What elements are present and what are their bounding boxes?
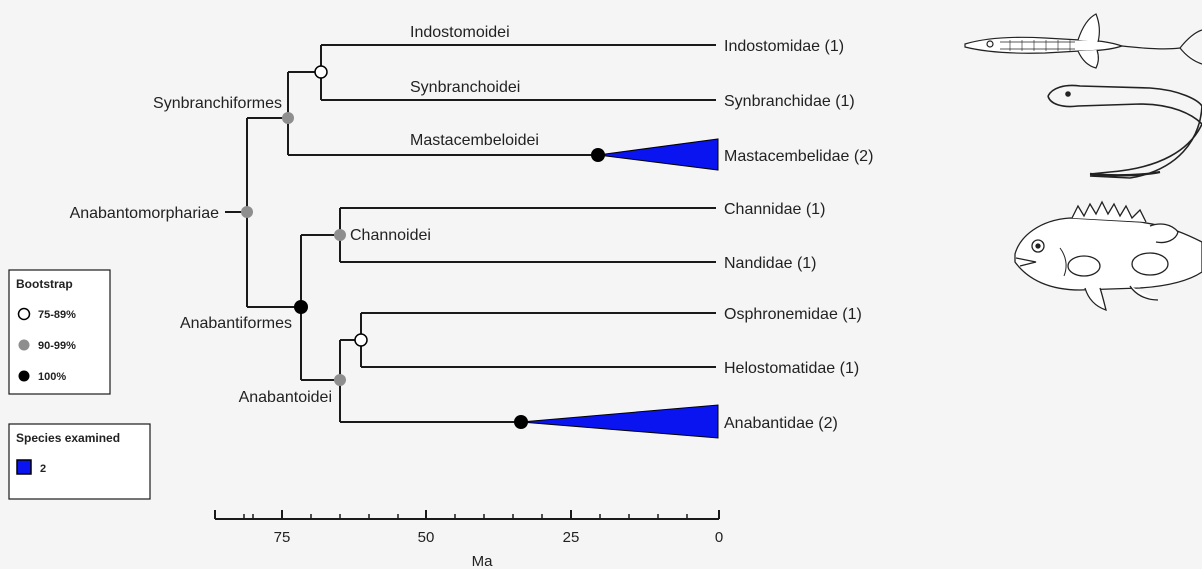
node-channoidei-circle	[334, 229, 346, 241]
branch-label-indostomoidei: Indostomoidei	[410, 24, 510, 41]
tip-label-nandidae: Nandidae (1)	[724, 255, 817, 272]
legend-bootstrap: Bootstrap 75-89% 90-99% 100%	[8, 269, 111, 395]
legend-label-100: 100%	[38, 371, 66, 383]
anabantidae-clade-triangle	[520, 404, 719, 439]
node-anabantoidei-circle	[334, 374, 346, 386]
synbranchiformes-branch	[247, 71, 321, 155]
node-anabantiformes-circle	[294, 300, 308, 314]
anabantoidei-branch	[339, 339, 521, 423]
legend-species-value: 2	[40, 463, 46, 475]
snakehead-fish-icon	[1014, 200, 1202, 311]
osphr-helo-branch	[360, 312, 716, 368]
legend-bootstrap-title: Bootstrap	[16, 277, 73, 291]
axis-label: Ma	[472, 553, 493, 569]
legend-circle-100	[18, 370, 30, 382]
node-anabantidae-crown-circle	[514, 415, 528, 429]
tip-label-osphronemidae: Osphronemidae (1)	[724, 306, 862, 323]
legend-species-swatch	[16, 459, 32, 475]
legend-circle-90-99	[18, 339, 30, 351]
tip-label-helostomatidae: Helostomatidae (1)	[724, 360, 859, 377]
legend-species-title: Species examined	[16, 431, 120, 445]
node-mastacembelidae-crown-circle	[591, 148, 605, 162]
legend-label-90-99: 90-99%	[38, 340, 76, 352]
tip-label-anabantidae: Anabantidae (2)	[724, 415, 838, 432]
tree-branches	[225, 44, 716, 423]
swamp-eel-icon	[1047, 84, 1202, 179]
node-label-anabantomorphariae: Anabantomorphariae	[70, 205, 220, 222]
axis-minor-ticks	[243, 514, 688, 519]
axis-tick-50: 50	[418, 529, 435, 546]
node-root-circle	[241, 206, 253, 218]
legend-label-75-89: 75-89%	[38, 309, 76, 321]
time-axis	[214, 510, 720, 520]
node-osphr-helo-circle	[354, 333, 368, 347]
axis-major-ticks	[214, 510, 720, 519]
node-label-anabantoidei: Anabantoidei	[239, 389, 332, 406]
tip-label-mastacembelidae: Mastacembelidae (2)	[724, 148, 873, 165]
tip-label-synbranchidae: Synbranchidae (1)	[724, 93, 855, 110]
axis-tick-75: 75	[274, 529, 291, 546]
tip-label-channidae: Channidae (1)	[724, 201, 825, 218]
indostomus-fish-icon	[964, 13, 1202, 69]
node-label-synbranchiformes: Synbranchiformes	[153, 95, 282, 112]
node-label-anabantiformes: Anabantiformes	[180, 315, 292, 332]
axis-tick-25: 25	[563, 529, 580, 546]
mastacembelidae-clade-triangle	[597, 138, 719, 171]
node-label-channoidei: Channoidei	[350, 227, 431, 244]
anabantiformes-branch	[247, 234, 340, 381]
node-synbranchiformes-circle	[282, 112, 294, 124]
legend-circle-75-89	[17, 307, 31, 321]
tip-label-indostomidae: Indostomidae (1)	[724, 38, 844, 55]
legend-species: Species examined 2	[8, 423, 151, 500]
branch-label-mastacembeloidei: Mastacembeloidei	[410, 132, 539, 149]
legend-species-box	[8, 423, 151, 500]
branch-label-synbranchoidei: Synbranchoidei	[410, 79, 520, 96]
node-indo-synbr-circle	[314, 65, 328, 79]
axis-tick-0: 0	[715, 529, 723, 546]
